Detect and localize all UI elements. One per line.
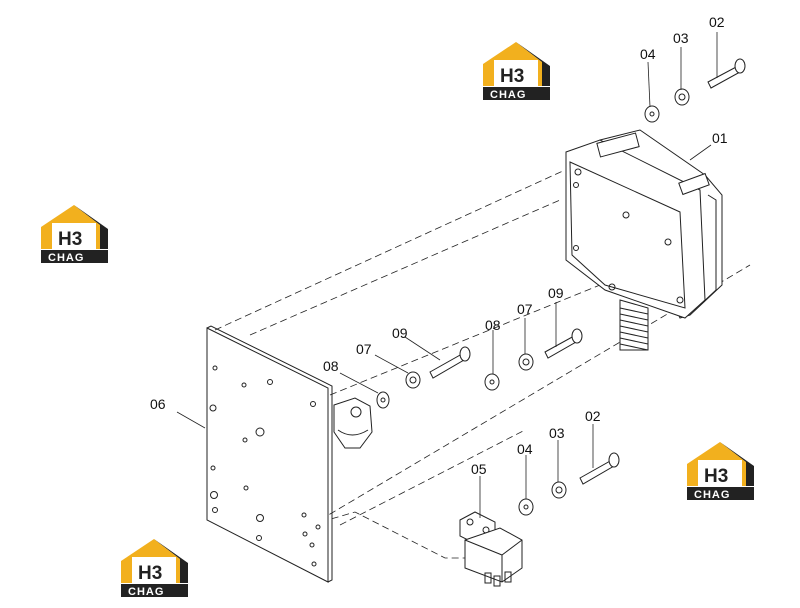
label-07-left: 07: [356, 341, 372, 357]
controller-box: [565, 129, 723, 319]
watermark-bottom-text: CHAG: [48, 252, 84, 264]
label-07-right: 07: [517, 301, 533, 317]
fastener-set-right: [484, 328, 583, 391]
label-01: 01: [712, 130, 728, 146]
watermark-logo-right: H3 CHAG: [687, 442, 754, 501]
fastener-set-top: [644, 58, 746, 123]
corrugated-cable: [619, 299, 649, 351]
watermark-bottom-text: CHAG: [694, 489, 730, 501]
fastener-set-left: [376, 346, 471, 409]
leader-lines: [176, 32, 718, 518]
label-04-bottom: 04: [517, 441, 533, 457]
label-03-top: 03: [673, 30, 689, 46]
label-06: 06: [150, 396, 166, 412]
watermark-top-text: H3: [138, 563, 162, 584]
label-08-right: 08: [485, 317, 501, 333]
cable-clamp: [333, 397, 373, 449]
part-labels: 01 02 03 04 09 07 08 09 07 08 06 05 04 0…: [150, 14, 728, 477]
label-09-left: 09: [392, 325, 408, 341]
plate-holes: [209, 365, 321, 567]
watermark-logo-top: H3 CHAG: [483, 42, 550, 101]
watermark-top-text: H3: [58, 229, 82, 250]
label-02-bottom: 02: [585, 408, 601, 424]
relay: [459, 511, 523, 587]
watermark-logo-bottom: H3 CHAG: [121, 539, 188, 598]
label-03-bottom: 03: [549, 425, 565, 441]
mounting-plate: [206, 325, 333, 583]
label-02-top: 02: [709, 14, 725, 30]
label-05: 05: [471, 461, 487, 477]
fastener-set-bottom: [518, 452, 620, 516]
label-04-top: 04: [640, 46, 656, 62]
watermark-logo-left: H3 CHAG: [41, 205, 108, 264]
watermark-top-text: H3: [500, 66, 524, 87]
assembly-dashed-lines: [214, 169, 751, 559]
watermark-top-text: H3: [704, 466, 728, 487]
label-08-left: 08: [323, 358, 339, 374]
watermark-bottom-text: CHAG: [128, 586, 164, 598]
label-09-right: 09: [548, 285, 564, 301]
watermark-bottom-text: CHAG: [490, 89, 526, 101]
